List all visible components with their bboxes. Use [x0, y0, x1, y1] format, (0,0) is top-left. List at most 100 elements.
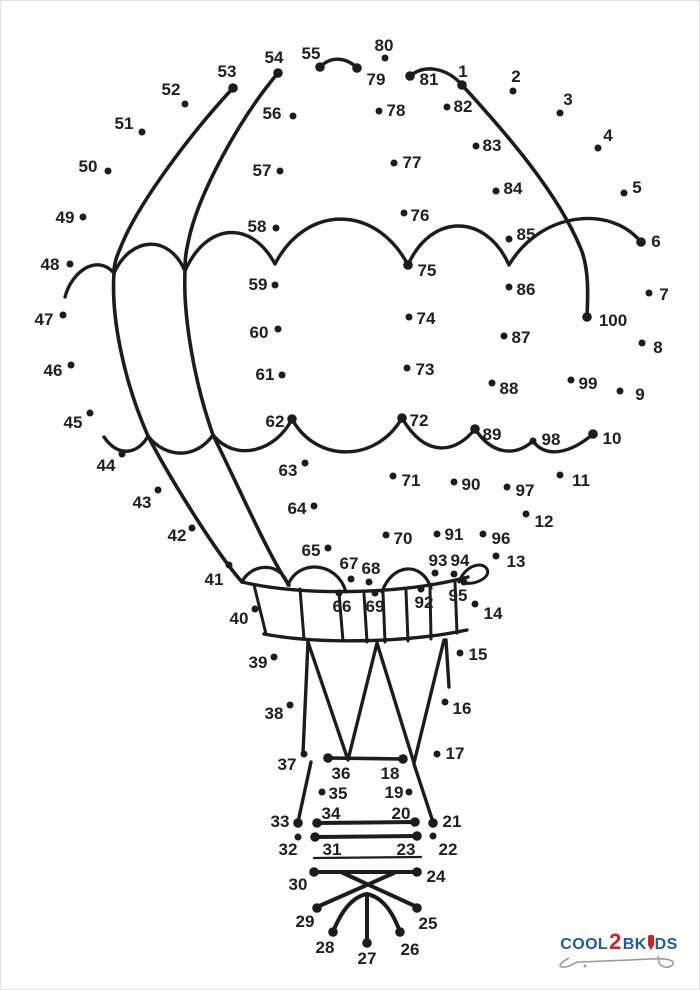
dot-87[interactable]	[500, 332, 508, 340]
dot-12[interactable]	[522, 510, 530, 518]
dot-46[interactable]	[67, 361, 75, 369]
dot-60[interactable]	[274, 325, 282, 333]
dot-32[interactable]	[294, 833, 302, 841]
dot-34[interactable]	[312, 818, 322, 828]
dot-76[interactable]	[400, 209, 408, 217]
dot-35[interactable]	[318, 788, 326, 796]
dot-55[interactable]	[315, 62, 325, 72]
dot-17[interactable]	[433, 750, 441, 758]
dot-83[interactable]	[472, 142, 480, 150]
dot-37[interactable]	[300, 750, 308, 758]
dot-31[interactable]	[310, 832, 320, 842]
dot-69[interactable]	[371, 589, 379, 597]
dot-22[interactable]	[429, 832, 437, 840]
dot-74[interactable]	[405, 313, 413, 321]
dot-95[interactable]	[460, 578, 468, 586]
dot-11[interactable]	[556, 471, 564, 479]
dot-73[interactable]	[403, 364, 411, 372]
dot-53[interactable]	[228, 83, 238, 93]
dot-13[interactable]	[492, 552, 500, 560]
dot-86[interactable]	[505, 283, 513, 291]
dot-47[interactable]	[59, 311, 67, 319]
dot-15[interactable]	[456, 649, 464, 657]
dot-70[interactable]	[382, 531, 390, 539]
dot-98[interactable]	[529, 437, 537, 445]
dot-89[interactable]	[470, 424, 480, 434]
dot-93[interactable]	[431, 569, 439, 577]
dot-5[interactable]	[620, 189, 628, 197]
dot-72[interactable]	[397, 413, 407, 423]
dot-8[interactable]	[638, 339, 646, 347]
dot-51[interactable]	[138, 128, 146, 136]
dot-65[interactable]	[324, 544, 332, 552]
dot-90[interactable]	[450, 478, 458, 486]
dot-14[interactable]	[471, 600, 479, 608]
dot-24[interactable]	[412, 867, 422, 877]
dot-10[interactable]	[588, 429, 598, 439]
dot-92[interactable]	[417, 585, 425, 593]
dot-57[interactable]	[276, 167, 284, 175]
dot-16[interactable]	[441, 698, 449, 706]
dot-100[interactable]	[582, 312, 592, 322]
dot-43[interactable]	[154, 486, 162, 494]
dot-96[interactable]	[479, 530, 487, 538]
dot-94[interactable]	[450, 570, 458, 578]
dot-56[interactable]	[289, 112, 297, 120]
dot-25[interactable]	[412, 903, 422, 913]
dot-81[interactable]	[405, 71, 415, 81]
dot-50[interactable]	[104, 167, 112, 175]
dot-26[interactable]	[395, 927, 405, 937]
dot-18[interactable]	[398, 754, 408, 764]
dot-82[interactable]	[443, 103, 451, 111]
dot-80[interactable]	[381, 54, 389, 62]
dot-1[interactable]	[457, 80, 467, 90]
dot-79[interactable]	[352, 63, 362, 73]
dot-71[interactable]	[389, 472, 397, 480]
dot-9[interactable]	[616, 387, 624, 395]
dot-42[interactable]	[188, 524, 196, 532]
dot-28[interactable]	[328, 927, 338, 937]
dot-29[interactable]	[312, 903, 322, 913]
dot-77[interactable]	[390, 159, 398, 167]
dot-59[interactable]	[271, 281, 279, 289]
dot-19[interactable]	[405, 788, 413, 796]
dot-58[interactable]	[272, 224, 280, 232]
dot-52[interactable]	[181, 100, 189, 108]
dot-99[interactable]	[567, 376, 575, 384]
dot-33[interactable]	[293, 818, 303, 828]
dot-6[interactable]	[636, 237, 646, 247]
dot-48[interactable]	[66, 260, 74, 268]
dot-67[interactable]	[347, 575, 355, 583]
dot-30[interactable]	[309, 867, 319, 877]
dot-4[interactable]	[594, 144, 602, 152]
dot-49[interactable]	[79, 213, 87, 221]
dot-36[interactable]	[323, 753, 333, 763]
dot-63[interactable]	[301, 459, 309, 467]
dot-88[interactable]	[488, 379, 496, 387]
dot-75[interactable]	[403, 260, 413, 270]
dot-91[interactable]	[433, 530, 441, 538]
dot-78[interactable]	[375, 107, 383, 115]
dot-84[interactable]	[492, 187, 500, 195]
dot-62[interactable]	[287, 414, 297, 424]
dot-41[interactable]	[225, 561, 233, 569]
dot-3[interactable]	[556, 109, 564, 117]
dot-40[interactable]	[251, 605, 259, 613]
dot-39[interactable]	[270, 653, 278, 661]
dot-85[interactable]	[505, 235, 513, 243]
dot-68[interactable]	[365, 578, 373, 586]
dot-61[interactable]	[278, 371, 286, 379]
dot-20[interactable]	[410, 817, 420, 827]
dot-64[interactable]	[310, 502, 318, 510]
dot-54[interactable]	[273, 68, 283, 78]
dot-21[interactable]	[428, 818, 438, 828]
dot-44[interactable]	[118, 450, 126, 458]
dot-45[interactable]	[86, 409, 94, 417]
dot-27[interactable]	[362, 938, 372, 948]
dot-38[interactable]	[286, 701, 294, 709]
dot-7[interactable]	[645, 289, 653, 297]
dot-2[interactable]	[509, 87, 517, 95]
dot-23[interactable]	[412, 831, 422, 841]
dot-97[interactable]	[503, 483, 511, 491]
dot-66[interactable]	[335, 589, 343, 597]
